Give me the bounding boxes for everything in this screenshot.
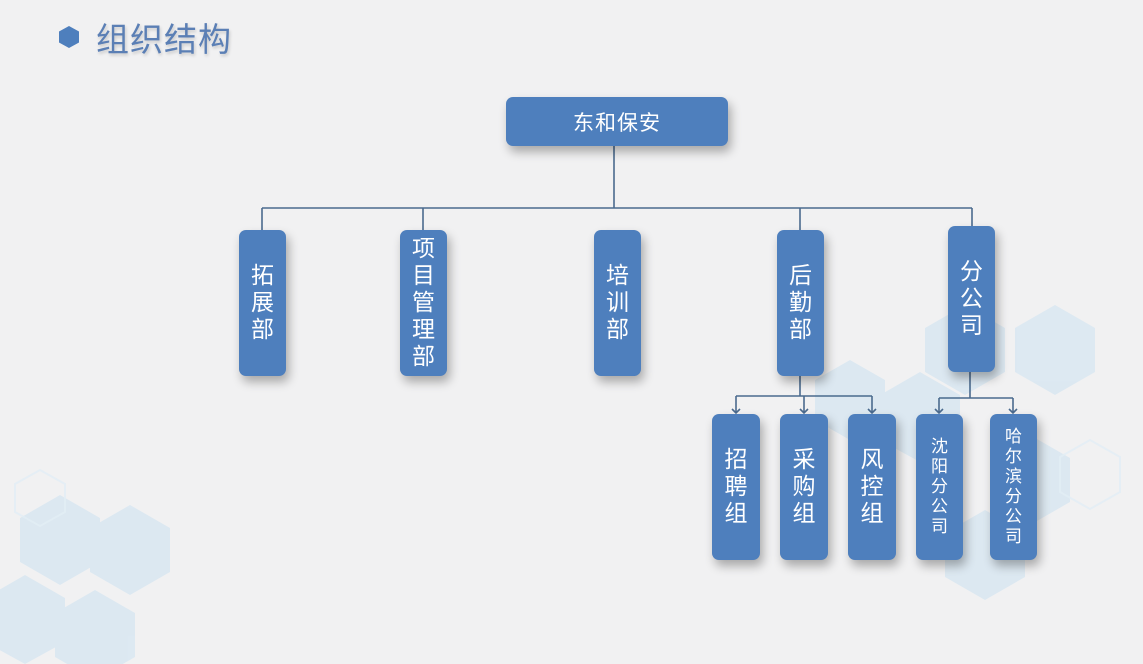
subgroup-label: 采购组 xyxy=(792,446,816,527)
dept-label: 分公司 xyxy=(959,258,983,339)
subgroup-node-procurement: 采购组 xyxy=(780,414,828,560)
dept-label: 后勤部 xyxy=(788,262,812,343)
dept-node-project-management: 项目管理部 xyxy=(400,230,447,376)
dept-node-training: 培训部 xyxy=(594,230,641,376)
page-title: 组织结构 xyxy=(96,20,232,59)
dept-label: 拓展部 xyxy=(250,262,274,343)
dept-label: 培训部 xyxy=(605,262,629,343)
branch-node-harbin: 哈尔滨分公司 xyxy=(990,414,1037,560)
org-root-label: 东和保安 xyxy=(573,110,661,135)
branch-node-shenyang: 沈阳分公司 xyxy=(916,414,963,560)
branch-label: 沈阳分公司 xyxy=(931,437,948,537)
subgroup-node-risk-control: 风控组 xyxy=(848,414,896,560)
dept-node-expansion: 拓展部 xyxy=(239,230,286,376)
page-header: 组织结构 xyxy=(58,14,232,60)
dept-node-branches: 分公司 xyxy=(948,226,995,372)
subgroup-label: 招聘组 xyxy=(724,446,748,527)
branch-label: 哈尔滨分公司 xyxy=(1005,427,1022,547)
org-root-node: 东和保安 xyxy=(506,97,728,146)
subgroup-node-recruiting: 招聘组 xyxy=(712,414,760,560)
dept-node-logistics: 后勤部 xyxy=(777,230,824,376)
subgroup-label: 风控组 xyxy=(860,446,884,527)
dept-label: 项目管理部 xyxy=(411,235,435,370)
hexagon-bullet-icon xyxy=(59,26,79,48)
